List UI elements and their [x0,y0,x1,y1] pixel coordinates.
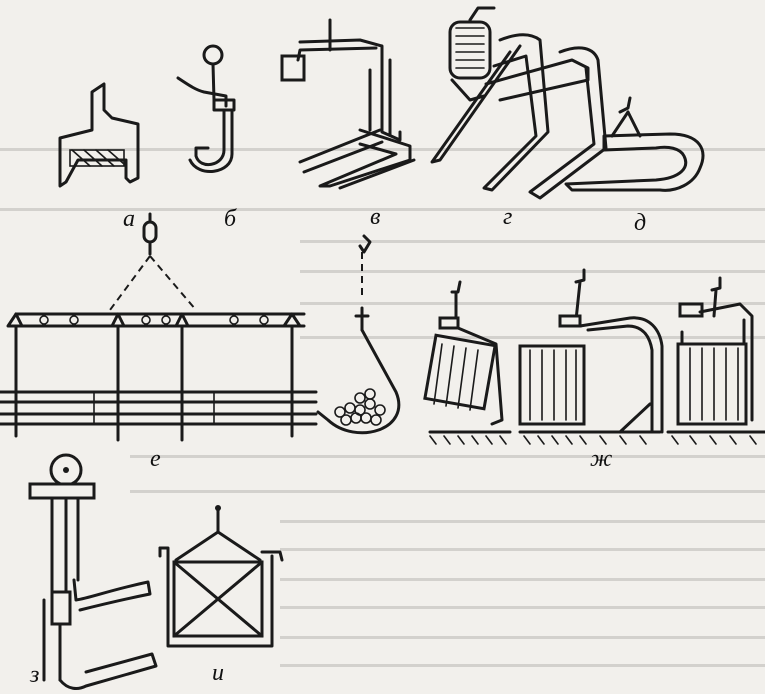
background-bleed-lines [0,148,765,667]
hook-b [176,44,236,173]
fork-lifter-g [430,6,608,200]
box-grips-zh [423,268,765,445]
box-grip-1 [423,280,504,426]
pulley-fork-z [28,453,158,690]
label-e: е [150,446,161,472]
traverse-e [0,212,318,442]
label-a: а [123,206,135,232]
hanging-fork-d [564,96,705,192]
label-d: д [634,210,647,236]
box-grip-3 [676,276,754,426]
clamp-a [58,82,140,188]
label-b: б [224,206,237,232]
label-g: г [503,204,513,230]
box-bracket-i [158,505,284,648]
box-grip-2 [518,268,664,434]
label-i: и [212,660,224,686]
bulk-hook [316,234,401,435]
label-z: з [30,662,40,688]
label-v: в [370,204,381,230]
label-zh: ж [590,446,613,472]
fork-lifter-v [280,18,416,190]
